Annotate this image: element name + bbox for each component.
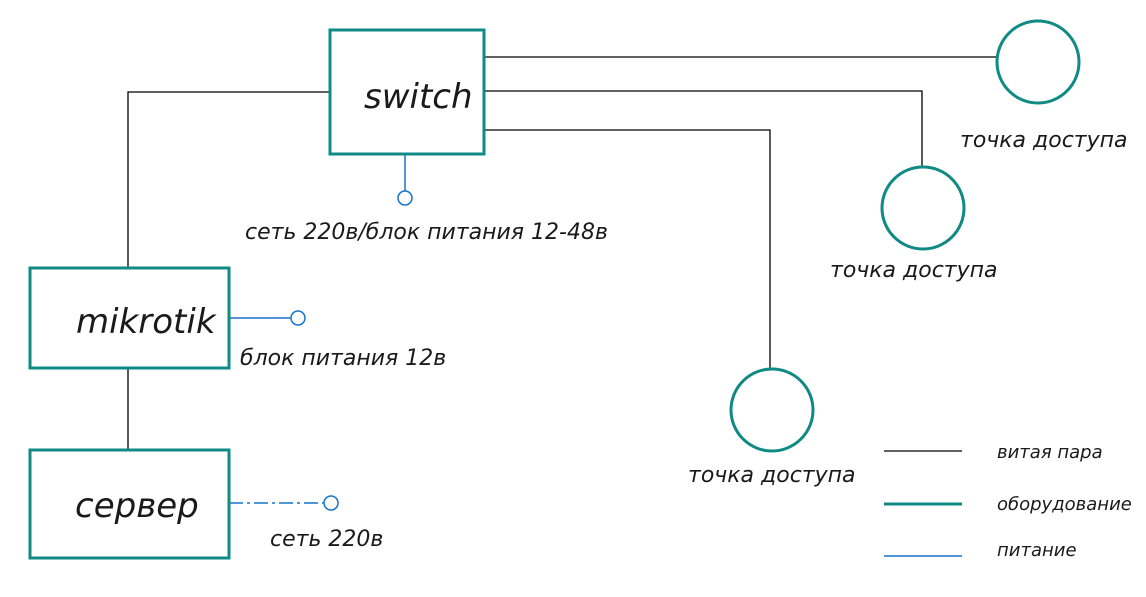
- mikrotik-power-label: блок питания 12в: [240, 346, 446, 371]
- power-terminal-switch: [397, 190, 413, 206]
- legend-twisted-pair-label: витая пара: [997, 442, 1103, 463]
- server-box: [28, 448, 231, 560]
- mikrotik-box: [28, 266, 231, 370]
- legend: витая пара оборудование питание: [884, 442, 1132, 561]
- access-point-1-label: точка доступа: [960, 128, 1128, 153]
- link-switch-mikrotik: [127, 91, 330, 268]
- power-terminal-mikrotik: [290, 310, 306, 326]
- legend-power-label: питание: [997, 540, 1077, 561]
- server-power-label: сеть 220в: [270, 527, 383, 552]
- twisted-pair-links: [127, 56, 997, 450]
- access-point-2: [880, 165, 966, 251]
- access-point-3: [729, 367, 815, 453]
- equipment: [28, 19, 1081, 560]
- switch-power-label: сеть 220в/блок питания 12-48в: [245, 220, 608, 245]
- switch-box: [328, 28, 486, 156]
- power-terminal-server: [323, 495, 339, 511]
- power-links: [229, 154, 413, 511]
- switch-label: switch: [364, 77, 473, 117]
- link-switch-ap3: [484, 129, 771, 369]
- access-point-2-label: точка доступа: [830, 258, 998, 283]
- access-point-1: [995, 19, 1081, 105]
- link-switch-ap2: [484, 90, 923, 167]
- server-label: сервер: [75, 486, 199, 526]
- legend-equipment-label: оборудование: [997, 494, 1132, 515]
- mikrotik-label: mikrotik: [76, 302, 217, 342]
- access-point-3-label: точка доступа: [688, 463, 856, 488]
